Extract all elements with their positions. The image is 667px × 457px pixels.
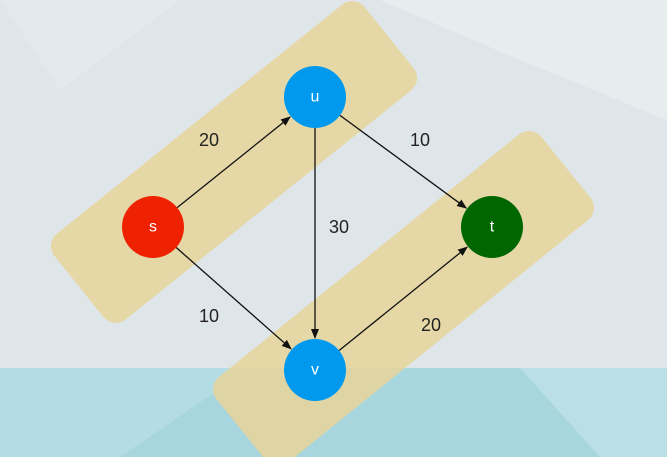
edge-s-v	[175, 247, 292, 350]
edge-weight-s-v: 10	[199, 306, 219, 326]
nodes: s u v t	[122, 66, 523, 401]
node-u: u	[284, 66, 346, 128]
node-label-v: v	[311, 362, 319, 379]
edge-weight-u-t: 10	[410, 130, 430, 150]
node-label-u: u	[311, 89, 320, 106]
node-circle-v	[284, 339, 346, 401]
edge-weight-v-t: 20	[421, 315, 441, 335]
node-s: s	[122, 196, 184, 258]
edges: 20 10 30 10 20	[175, 114, 468, 352]
edge-u-t	[339, 114, 468, 209]
node-v: v	[284, 339, 346, 401]
background-shard	[520, 368, 667, 457]
background-shard	[0, 368, 250, 457]
edge-weight-s-u: 20	[199, 130, 219, 150]
node-circle-s	[122, 196, 184, 258]
node-label-s: s	[149, 219, 157, 236]
edge-weight-u-v: 30	[329, 217, 349, 237]
node-label-t: t	[490, 219, 495, 236]
node-t: t	[461, 196, 523, 258]
background-shard	[0, 0, 180, 90]
edge-v-t	[338, 246, 468, 352]
edge-s-u	[176, 116, 291, 209]
background-shard	[380, 0, 667, 120]
node-circle-t	[461, 196, 523, 258]
node-circle-u	[284, 66, 346, 128]
